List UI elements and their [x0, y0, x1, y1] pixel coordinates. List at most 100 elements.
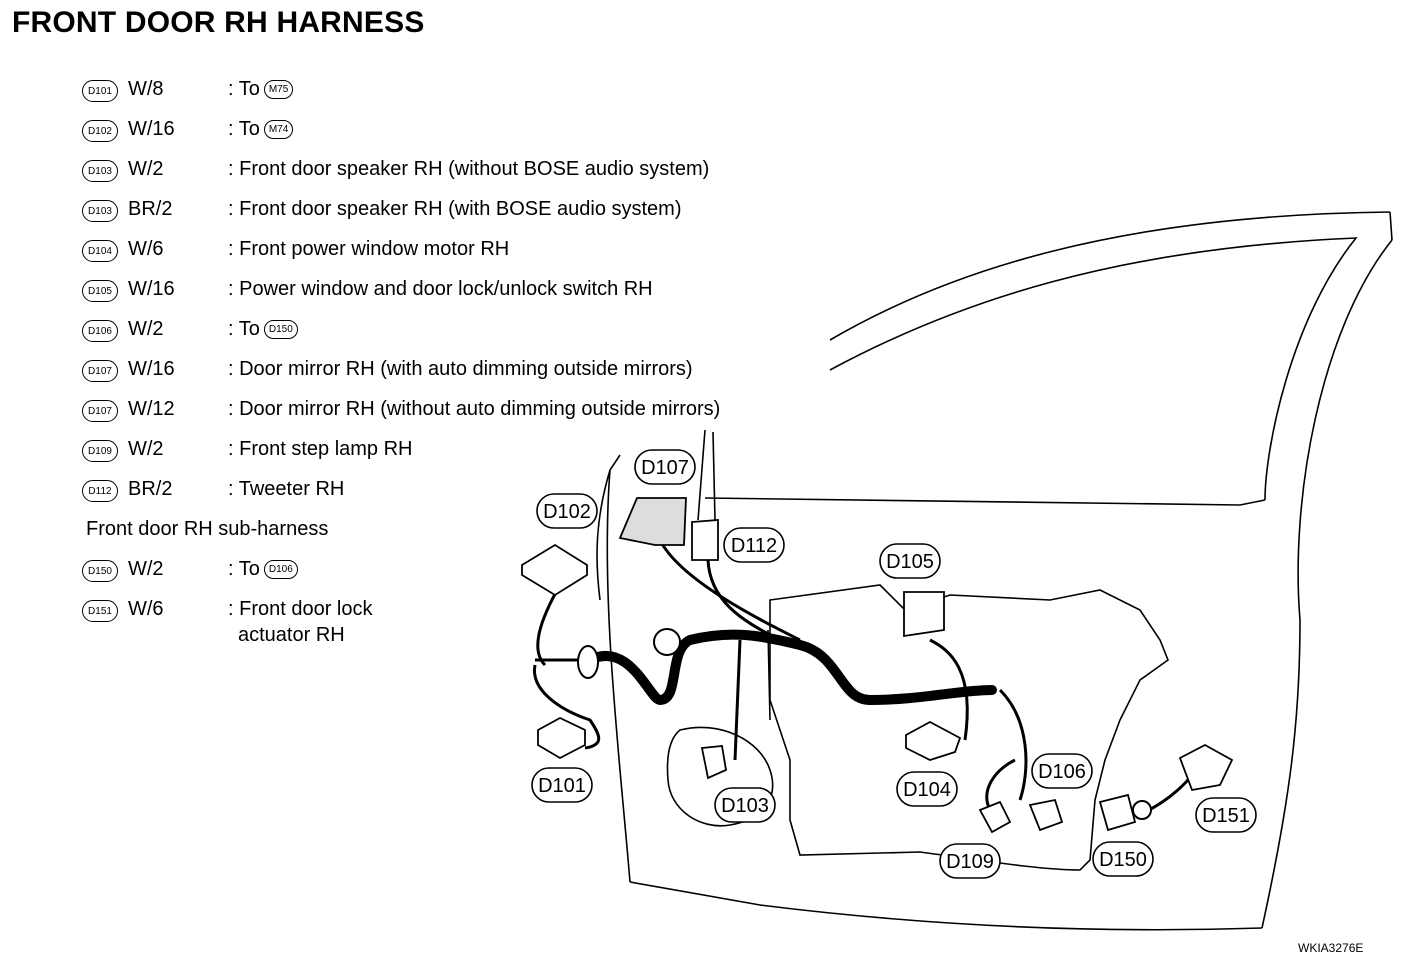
- page-title: FRONT DOOR RH HARNESS: [12, 6, 425, 39]
- connector-code: D102: [82, 120, 118, 142]
- connector-d107-icon: [618, 497, 687, 546]
- callout-d106: [1031, 753, 1093, 789]
- callout-labels: D102 D107 D112 D105 D101 D103 D104 D106 …: [538, 457, 1250, 873]
- callout-d105: [879, 543, 941, 579]
- connector-spec: W/2: [128, 558, 164, 580]
- legend-row: D112 BR/2 : Tweeter RH: [82, 476, 842, 516]
- connector-ref: D106: [263, 560, 298, 580]
- callout-label-d112: D112: [731, 535, 777, 557]
- connector-spec: BR/2: [128, 198, 173, 220]
- connector-spec: W/12: [128, 398, 175, 420]
- connector-code: D103: [82, 200, 118, 222]
- connector-desc: : Door mirror RH (without auto dimming o…: [228, 398, 721, 420]
- callout-d102: [536, 493, 598, 529]
- desc-text: : To: [228, 118, 260, 140]
- connector-code: D103: [82, 160, 118, 182]
- connector-desc: : Front door lock: [228, 598, 373, 620]
- sub-harness-title: Front door RH sub-harness: [86, 518, 329, 540]
- connector-code: D107: [82, 400, 118, 422]
- connector-code: D104: [82, 240, 118, 262]
- legend-row: D107 W/12 : Door mirror RH (without auto…: [82, 396, 842, 436]
- callout-label-d150: D150: [1099, 849, 1147, 871]
- connector-spec: W/2: [128, 318, 164, 340]
- connector-spec: W/16: [128, 278, 175, 300]
- connector-spec: W/2: [128, 158, 164, 180]
- connector-desc: : Front door speaker RH (with BOSE audio…: [228, 198, 682, 220]
- grommet-icon: [653, 628, 681, 656]
- connector-d150-icon: [1098, 793, 1137, 832]
- connector-desc: : Tweeter RH: [228, 478, 345, 500]
- connector-desc: : Front step lamp RH: [228, 438, 413, 460]
- sub-harness-heading-row: Front door RH sub-harness: [82, 516, 842, 556]
- callout-d151: [1195, 797, 1257, 833]
- grommets: [577, 628, 1152, 820]
- callout-label-d102: D102: [543, 501, 591, 523]
- connector-spec: W/16: [128, 118, 175, 140]
- connector-code: D112: [82, 480, 118, 502]
- callouts: [531, 449, 1257, 879]
- connector-desc-line2: actuator RH: [238, 624, 345, 646]
- connector-ref: M75: [263, 80, 294, 100]
- legend-row: D103 BR/2 : Front door speaker RH (with …: [82, 196, 842, 236]
- desc-text: : To: [228, 78, 260, 100]
- connector-desc: : Door mirror RH (with auto dimming outs…: [228, 358, 693, 380]
- legend-row: D107 W/16 : Door mirror RH (with auto di…: [82, 356, 842, 396]
- connector-code: D107: [82, 360, 118, 382]
- callout-d107: [634, 449, 696, 485]
- connector-desc: : Power window and door lock/unlock swit…: [228, 278, 653, 300]
- grommet-icon: [1132, 800, 1152, 820]
- connector-d101-icon: [537, 716, 586, 760]
- connector-code: D150: [82, 560, 118, 582]
- connector-code: D106: [82, 320, 118, 342]
- callout-label-d106: D106: [1038, 761, 1086, 783]
- connector-d109-icon: [978, 800, 1012, 834]
- callout-label-d104: D104: [903, 779, 951, 801]
- connector-desc: : Front power window motor RH: [228, 238, 510, 260]
- figure-code: WKIA3276E: [1298, 941, 1364, 955]
- grommet-icon: [577, 645, 599, 679]
- connector-d104-icon: [905, 720, 962, 761]
- door-outline: [596, 211, 1393, 931]
- callout-d109: [939, 843, 1001, 879]
- connector-d105-icon: [903, 591, 945, 638]
- callout-label-d151: D151: [1202, 805, 1250, 827]
- callout-label-d103: D103: [721, 795, 769, 817]
- desc-text: : To: [228, 318, 260, 340]
- connector-spec: W/8: [128, 78, 164, 100]
- connector-code: D109: [82, 440, 118, 462]
- connector-ref: M74: [263, 120, 294, 140]
- connector-d112-icon: [691, 519, 719, 561]
- callout-label-d109: D109: [946, 851, 994, 873]
- connector-spec: W/6: [128, 238, 164, 260]
- connector-code: D105: [82, 280, 118, 302]
- connector-d103-icon: [700, 745, 728, 780]
- connector-d102-icon: [521, 543, 588, 597]
- callout-d150: [1092, 841, 1154, 877]
- legend-row: D104 W/6 : Front power window motor RH: [82, 236, 842, 276]
- connector-code: D151: [82, 600, 118, 622]
- callout-label-d107: D107: [641, 457, 689, 479]
- connector-spec: BR/2: [128, 478, 173, 500]
- connector-ref: D150: [263, 320, 298, 340]
- connector-shapes: [521, 497, 1234, 834]
- callout-label-d105: D105: [886, 551, 934, 573]
- callout-d103: [714, 787, 776, 823]
- connector-spec: W/6: [128, 598, 164, 620]
- connector-spec: W/2: [128, 438, 164, 460]
- callout-d101: [531, 767, 593, 803]
- connector-desc: : Front door speaker RH (without BOSE au…: [228, 158, 710, 180]
- connector-code: D101: [82, 80, 118, 102]
- callout-label-d101: D101: [538, 775, 586, 797]
- legend-row: D103 W/2 : Front door speaker RH (withou…: [82, 156, 842, 196]
- callout-d112: [723, 527, 785, 563]
- desc-text: : To: [228, 558, 260, 580]
- legend-row: D151 W/6 : Front door lock actuator RH: [82, 596, 842, 646]
